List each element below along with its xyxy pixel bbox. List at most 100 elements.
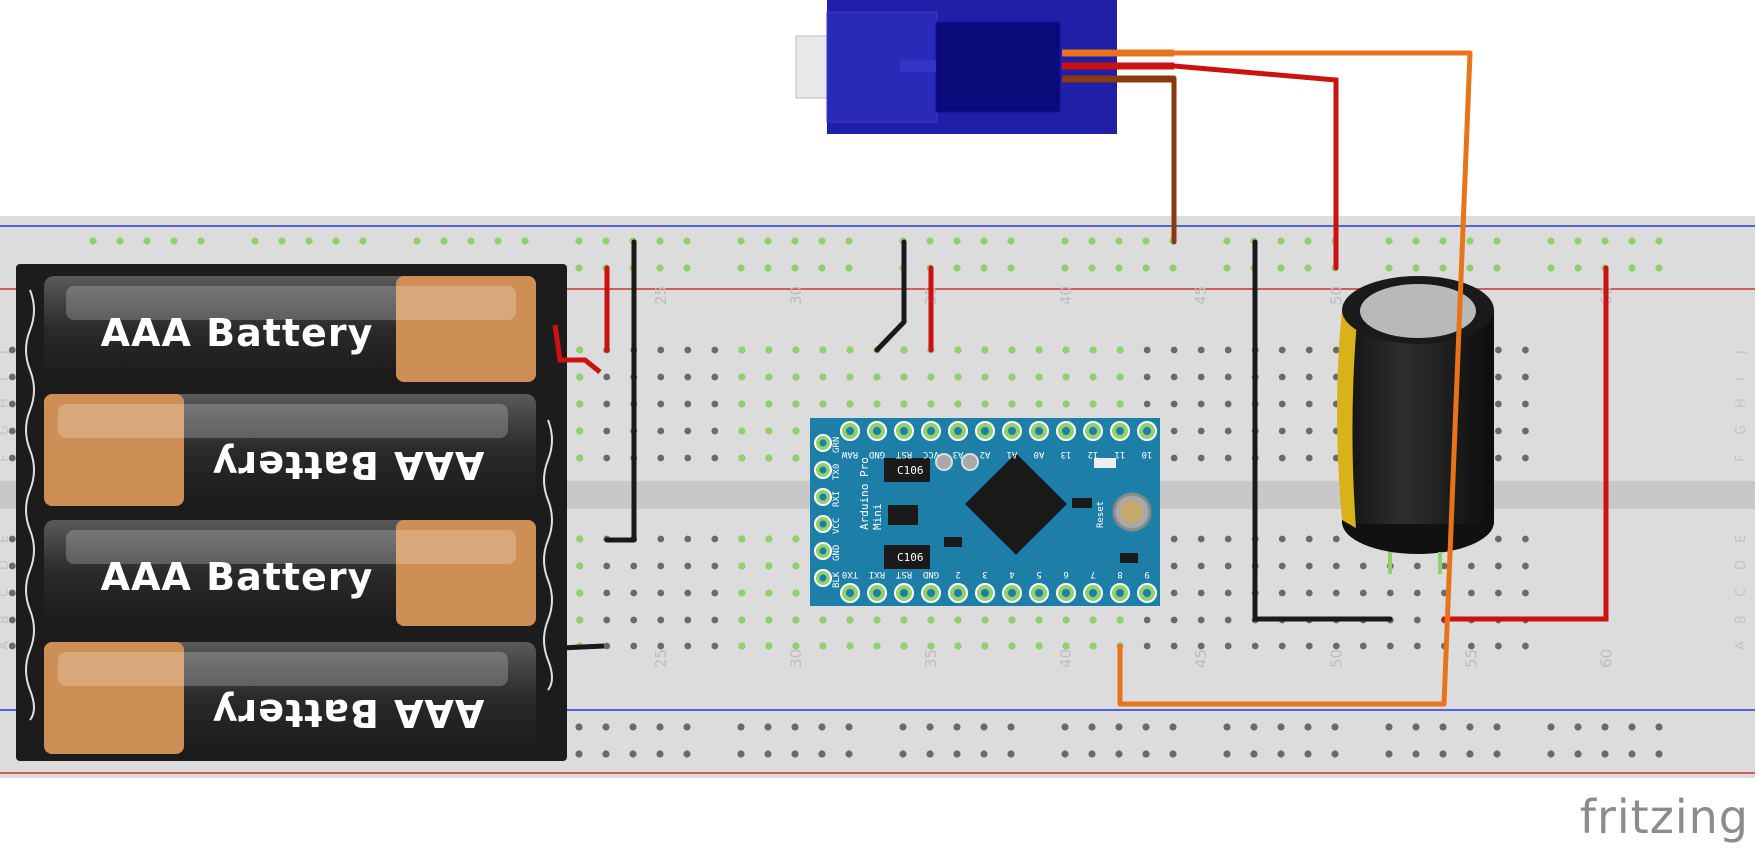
rail-hole [1250,723,1258,731]
arduino-pin-hole [1143,589,1151,597]
arduino-pin-hole [1116,589,1124,597]
rail-hole [1385,237,1393,245]
connected-hole [1008,346,1016,354]
rail-hole [1574,723,1582,731]
breadboard-hole [1278,400,1286,408]
rail-hole [575,723,583,731]
arduino-pin-hole [1062,427,1070,435]
connected-hole [738,346,746,354]
arduino-top-pin-label: A3 [953,449,964,459]
bb-column-number-bottom: 60 [1597,649,1615,668]
connected-hole [846,642,854,650]
breadboard-hole [1278,373,1286,381]
breadboard-hole [1359,642,1367,650]
breadboard-hole [1332,346,1340,354]
rail-hole [1547,237,1555,245]
breadboard-hole [711,616,719,624]
connected-hole [1035,346,1043,354]
bb-column-number-bottom: 45 [1192,649,1210,668]
rail-hole [791,723,799,731]
breadboard-hole [8,373,16,381]
capacitor-c106-bottom [884,545,930,569]
rail-hole [845,237,853,245]
arduino-top-pin-label: VCC [923,449,939,459]
rail-hole [737,723,745,731]
arduino-side-pin-label: GRN [832,437,842,453]
arduino-top-pin-label: 12 [1088,449,1099,459]
connected-hole [576,346,584,354]
connected-hole [1062,642,1070,650]
connected-hole [765,454,773,462]
rail-hole [1061,237,1069,245]
breadboard-hole [1413,616,1421,624]
battery-highlight [58,404,508,438]
rail-hole [1439,750,1447,758]
bb-row-letter-left: A [0,641,12,650]
breadboard-hole [1467,562,1475,570]
connected-hole [873,642,881,650]
breadboard-hole [1170,562,1178,570]
breadboard-hole [1170,373,1178,381]
connected-hole [981,346,989,354]
battery-positive-cap [44,642,184,754]
bb-row-letter-left: B [0,615,12,624]
rail-hole [683,750,691,758]
rail-hole [953,723,961,731]
rail-hole [926,723,934,731]
chip-label-bottom: C106 [897,551,924,564]
rail-hole [1331,750,1339,758]
bb-row-letter-right: H [1734,398,1749,408]
connected-hole [792,616,800,624]
rail-hole [737,237,745,245]
breadboard-hole [657,427,665,435]
rail-hole [332,237,340,245]
connected-hole [1116,616,1124,624]
rail-hole [1169,723,1177,731]
connected-hole [900,400,908,408]
connected-hole [1089,400,1097,408]
connected-hole [1089,616,1097,624]
arduino-pin-hole [927,589,935,597]
connected-hole [765,642,773,650]
connected-hole [576,616,584,624]
rail-hole [1655,264,1663,272]
connected-hole [927,616,935,624]
arduino-pin-hole [1116,427,1124,435]
rail-hole [1061,723,1069,731]
breadboard-hole [657,642,665,650]
breadboard-hole [684,616,692,624]
breadboard-hole [657,535,665,543]
connected-hole [846,616,854,624]
rail-hole [980,264,988,272]
rail-hole [602,750,610,758]
connected-hole [738,373,746,381]
wire-black-gnd-rail [874,239,907,353]
arduino-pin-hole [927,427,935,435]
breadboard-hole [684,400,692,408]
wire-red-capacitor-vcc [1441,265,1609,622]
rail-hole [1628,723,1636,731]
breadboard-hole [1495,589,1502,597]
rail-hole [1412,723,1420,731]
rail-hole [1547,723,1555,731]
connected-hole [792,373,800,381]
connected-hole [1035,400,1043,408]
rail-hole [1088,750,1096,758]
bb-row-letter-right: D [1734,560,1749,570]
rail-hole [818,237,826,245]
rail-hole [1385,750,1393,758]
rail-hole [1061,264,1069,272]
fritzing-logo: fritzing [1579,790,1749,844]
rail-hole [629,750,637,758]
aaa-battery: AAA Battery [44,394,536,506]
arduino-pin-hole [846,427,854,435]
bb-column-number-bottom: 35 [922,649,940,668]
breadboard-hole [1197,400,1205,408]
arduino-pin-hole [819,574,827,582]
arduino-side-pin-label: RXI [832,491,842,507]
rail-hole [1466,264,1474,272]
rail-hole [1115,750,1123,758]
rail-hole [1088,237,1096,245]
